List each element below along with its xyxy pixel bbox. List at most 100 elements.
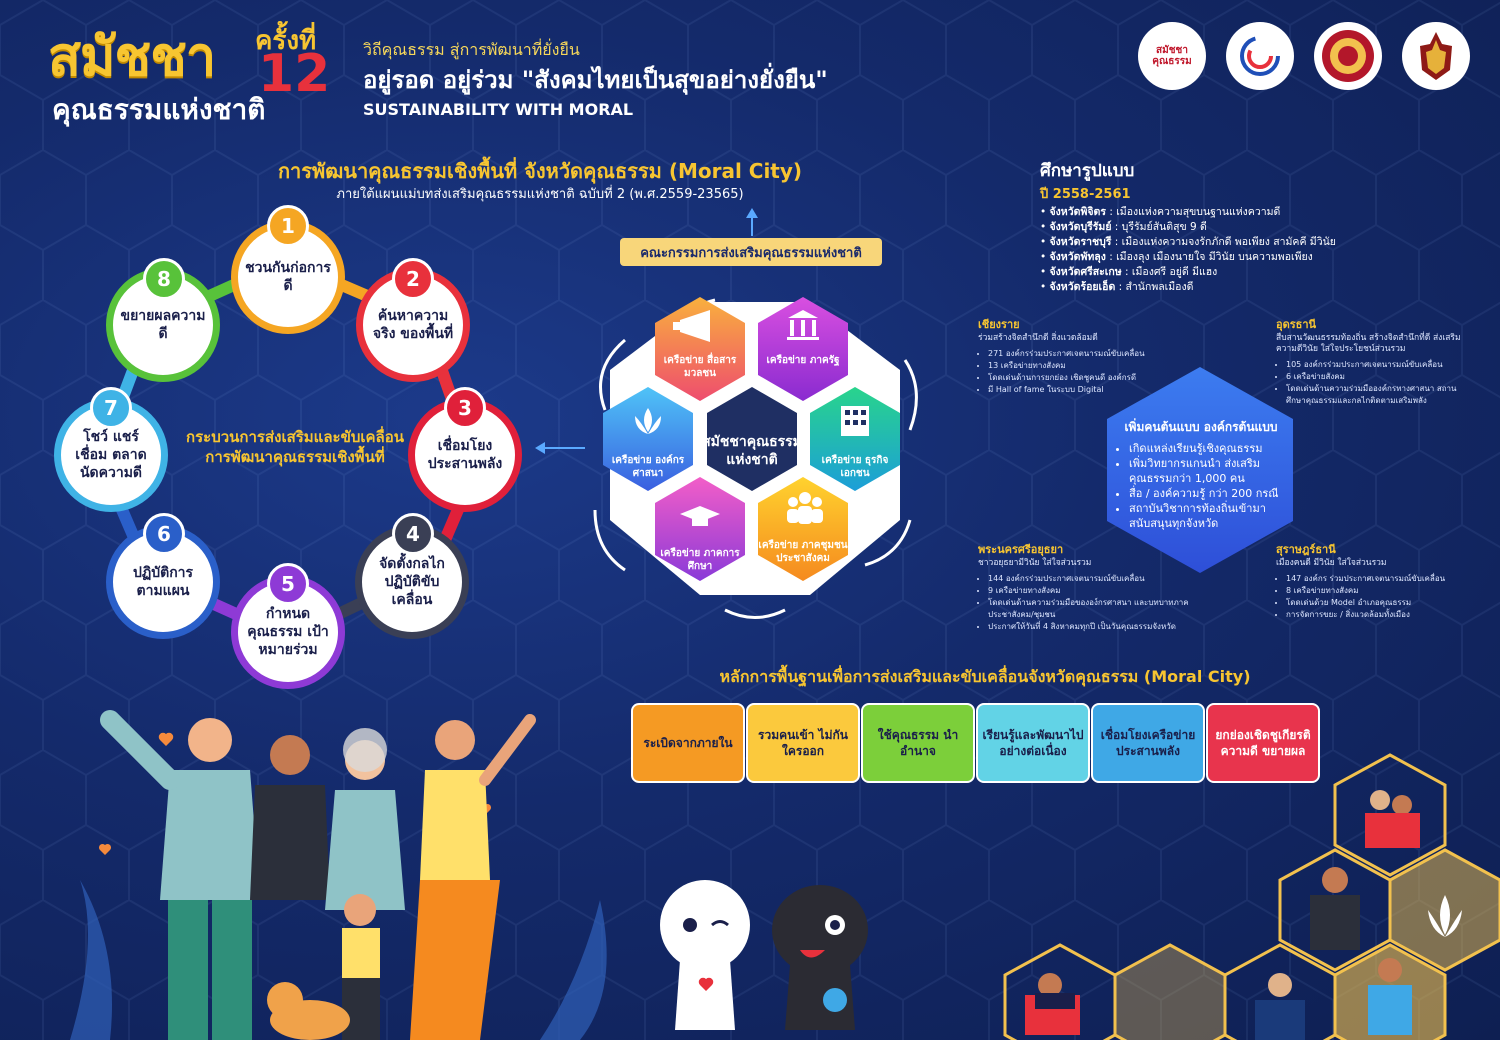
- cycle-step-5-label: กำหนดคุณธรรม เป้าหมายร่วม: [247, 605, 329, 659]
- hex-center-label: สมัชชาคุณธรรม แห่งชาติ: [697, 433, 807, 469]
- cycle-center-label: กระบวนการส่งเสริมและขับเคลื่อน การพัฒนาค…: [175, 427, 415, 468]
- city-list-item: 9 เครือข่ายทางสังคม: [988, 585, 1193, 597]
- hex-mass-media-label: เครือข่าย สื่อสารมวลชน: [663, 355, 737, 379]
- city-chiangrai: เชียงราย ร่วมสร้างจิตสำนึกดี สิ่งแวดล้อม…: [978, 315, 1153, 396]
- principle-box-3: ใช้คุณธรรม นำอำนาจ: [861, 703, 975, 783]
- principle-label: เรียนรู้และพัฒนาไป อย่างต่อเนื่อง: [982, 727, 1084, 758]
- students-photo: [1365, 790, 1420, 848]
- province-name: จังหวัดพิจิตร: [1049, 206, 1106, 218]
- city-subtitle: สืบสานวัฒนธรรมท้องถิ่น สร้างจิตสำนึกที่ด…: [1276, 333, 1461, 354]
- tagline-english: SUSTAINABILITY WITH MORAL: [363, 100, 634, 119]
- cycle-step-2-badge: 2: [392, 258, 434, 300]
- cycle-step-1-badge: 1: [267, 205, 309, 247]
- megaphone-icon: [673, 310, 710, 342]
- brand-edition-number: 12: [258, 44, 331, 104]
- city-list-item: 144 องค์กรร่วมประกาศเจตนารมณ์ขับเคลื่อน: [988, 573, 1193, 585]
- city-list-item: มี Hall of fame ในระบบ Digital: [988, 384, 1153, 396]
- cycle-step-7-badge: 7: [90, 387, 132, 429]
- cycle-step-8-badge: 8: [143, 258, 185, 300]
- hex-community-label: เครือข่าย ภาคชุมชน ประชาสังคม: [758, 540, 848, 564]
- community-icon: [787, 492, 823, 524]
- city-surat: สุราษฎร์ธานี เมืองคนดี มีวินัย ใส่ใจส่วน…: [1276, 540, 1466, 621]
- city-ayutthaya: พระนครศรีอยุธยา ชาวอยุธยามีวินัย ใส่ใจส่…: [978, 540, 1193, 633]
- cycle-step-4-label: จัดตั้งกลไก ปฏิบัติขับเคลื่อน: [379, 555, 445, 609]
- brand-title: สมัชชา: [48, 25, 216, 88]
- hex-center: [707, 387, 797, 491]
- principle-box-1: ระเบิดจากภายใน: [631, 703, 745, 783]
- tagline-small: วิถีคุณธรรม สู่การพัฒนาที่ยั่งยืน: [363, 40, 580, 59]
- province-list: • จังหวัดพิจิตร : เมืองแห่งความสุขบนฐานแ…: [1040, 205, 1336, 295]
- province-item: • จังหวัดพิจิตร : เมืองแห่งความสุขบนฐานแ…: [1040, 206, 1281, 218]
- city-name: พระนครศรีอยุธยา: [978, 543, 1064, 556]
- principle-box-4: เรียนรู้และพัฒนาไป อย่างต่อเนื่อง: [976, 703, 1090, 783]
- cycle-step-8-label: ขยายผลความดี: [120, 307, 206, 342]
- sammatcha-logo: สมัชชา คุณธรรม: [1138, 22, 1206, 90]
- city-subtitle: ร่วมสร้างจิตสำนึกดี สิ่งแวดล้อมดี: [978, 333, 1098, 343]
- brand-subtitle: คุณธรรมแห่งชาติ: [52, 93, 266, 126]
- hex-education-label: เครือข่าย ภาคการศึกษา: [660, 548, 740, 572]
- principle-box-2: รวมคนเข้า ไม่กันใครออก: [746, 703, 860, 783]
- arrow-left-icon: [535, 442, 585, 454]
- people-illustration: [70, 710, 607, 1040]
- government-building-icon: [787, 310, 819, 340]
- principle-label: ยกย่องเชิดชูเกียรติ ความดี ขยายผล: [1215, 727, 1311, 758]
- prototype-hex: [1107, 367, 1293, 573]
- moral-city-title: การพัฒนาคุณธรรมเชิงพื้นที่ จังหวัดคุณธรร…: [277, 159, 803, 183]
- hex-center-line-2: แห่งชาติ: [726, 452, 778, 469]
- principle-label: ใช้คุณธรรม นำอำนาจ: [877, 727, 959, 758]
- hex-government: [758, 297, 848, 401]
- city-list-item: 6 เครือข่ายสังคม: [1286, 371, 1466, 383]
- city-list: 105 องค์กรร่วมประกาศเจตนารมณ์ขับเคลื่อน …: [1276, 359, 1466, 407]
- brand-edition-label: ครั้งที่: [255, 26, 317, 56]
- study-years: ปี 2558-2561: [1040, 187, 1131, 202]
- province-name: จังหวัดศรีสะเกษ: [1049, 266, 1122, 278]
- city-subtitle: ชาวอยุธยามีวินัย ใส่ใจส่วนรวม: [978, 558, 1092, 568]
- province-desc: : สำนักพลเมืองดี: [1115, 281, 1194, 293]
- province-desc: : บุรีรัมย์สันติสุข 9 ดี: [1111, 221, 1207, 233]
- province-desc: : เมืองแห่งความจงรักภักดี พอเพียง สามัคค…: [1111, 236, 1336, 248]
- city-udon: อุดรธานี สืบสานวัฒนธรรมท้องถิ่น สร้างจิต…: [1276, 315, 1466, 407]
- ministry-seal-logo: [1314, 22, 1382, 90]
- city-list: 144 องค์กรร่วมประกาศเจตนารมณ์ขับเคลื่อน …: [978, 573, 1193, 633]
- lotus-photo: [1428, 895, 1462, 937]
- cycle-step-6-badge: 6: [143, 513, 185, 555]
- city-list: 147 องค์กร ร่วมประกาศเจตนารมณ์ขับเคลื่อน…: [1276, 573, 1466, 621]
- city-list-item: 147 องค์กร ร่วมประกาศเจตนารมณ์ขับเคลื่อน: [1286, 573, 1466, 585]
- principle-box-5: เชื่อมโยงเครือข่าย ประสานพลัง: [1091, 703, 1205, 783]
- hex-center-line-1: สมัชชาคุณธรรม: [702, 434, 802, 450]
- city-name: เชียงราย: [978, 318, 1020, 331]
- city-name: สุราษฎร์ธานี: [1276, 543, 1336, 556]
- province-desc: : เมืองแห่งความสุขบนฐานแห่งความดี: [1105, 206, 1281, 218]
- sammatcha-logo-text: สมัชชา คุณธรรม: [1152, 45, 1192, 67]
- ministry-seal-icon: [1322, 30, 1374, 82]
- principles-title: หลักการพื้นฐานเพื่อการส่งเสริมและขับเคลื…: [719, 667, 1251, 686]
- city-list-item: โดดเด่นด้วย Model อำเภอคุณธรรม: [1286, 597, 1466, 609]
- city-list-item: ประกาศให้วันที่ 4 สิงหาคมทุกปี เป็นวันคุ…: [988, 621, 1193, 633]
- network-hex-cluster: [593, 297, 918, 619]
- province-desc: : เมืองลุง เมืองนายใจ มีวินัย บนความพอเพ…: [1105, 251, 1313, 263]
- cycle-step-6-label: ปฏิบัติการ ตามแผน: [132, 564, 194, 599]
- tagline-main: อยู่รอด อยู่ร่วม "สังคมไทยเป็นสุขอย่างยั…: [363, 66, 828, 94]
- city-list-item: โดดเด่นด้านการยกย่อง เชิดชูคนดี องค์กรดี: [988, 372, 1153, 384]
- prototype-item: สถาบันวิชาการท้องถิ่นเข้ามา สนับสนุนทุกจ…: [1129, 501, 1287, 531]
- royal-emblem-logo: [1402, 22, 1470, 90]
- cycle-step-7-label: โชว์ แชร์ เชื่อม ตลาดนัดความดี: [75, 428, 147, 482]
- study-title: ศึกษารูปแบบ: [1040, 161, 1135, 181]
- province-item: • จังหวัดพัทลุง : เมืองลุง เมืองนายใจ มี…: [1040, 251, 1313, 263]
- woman-presenter-photo: [1368, 958, 1412, 1035]
- province-desc: : เมืองศรี อยู่ดี มีแฮง: [1121, 266, 1218, 278]
- city-list-item: โดดเด่นด้านความร่วมมือขององ์กรศาสนา และบ…: [988, 597, 1193, 621]
- city-list-item: 105 องค์กรร่วมประกาศเจตนารมณ์ขับเคลื่อน: [1286, 359, 1466, 371]
- committee-banner: คณะกรรมการส่งเสริมคุณธรรมแห่งชาติ: [620, 238, 882, 266]
- cycle-step-2-label: ค้นหาความจริง ของพื้นที่: [372, 307, 454, 342]
- hex-religious: [603, 387, 693, 491]
- prototype-item: สื่อ / องค์ความรู้ กว่า 200 กรณี: [1129, 486, 1287, 501]
- cycle-step-3-label: เชื่อมโยง ประสานพลัง: [427, 437, 503, 472]
- cycle-step-4-badge: 4: [392, 513, 434, 555]
- province-name: จังหวัดร้อยเอ็ด: [1049, 281, 1116, 293]
- cycle-step-5-badge: 5: [267, 563, 309, 605]
- hex-religious-label: เครือข่าย องค์กรศาสนา: [611, 455, 685, 479]
- province-name: จังหวัดบุรีรัมย์: [1049, 221, 1112, 233]
- city-list: 271 องค์กรร่วมประกาศเจตนารมณ์ขับเคลื่อน …: [978, 348, 1153, 396]
- businessman-photo: [1310, 867, 1360, 950]
